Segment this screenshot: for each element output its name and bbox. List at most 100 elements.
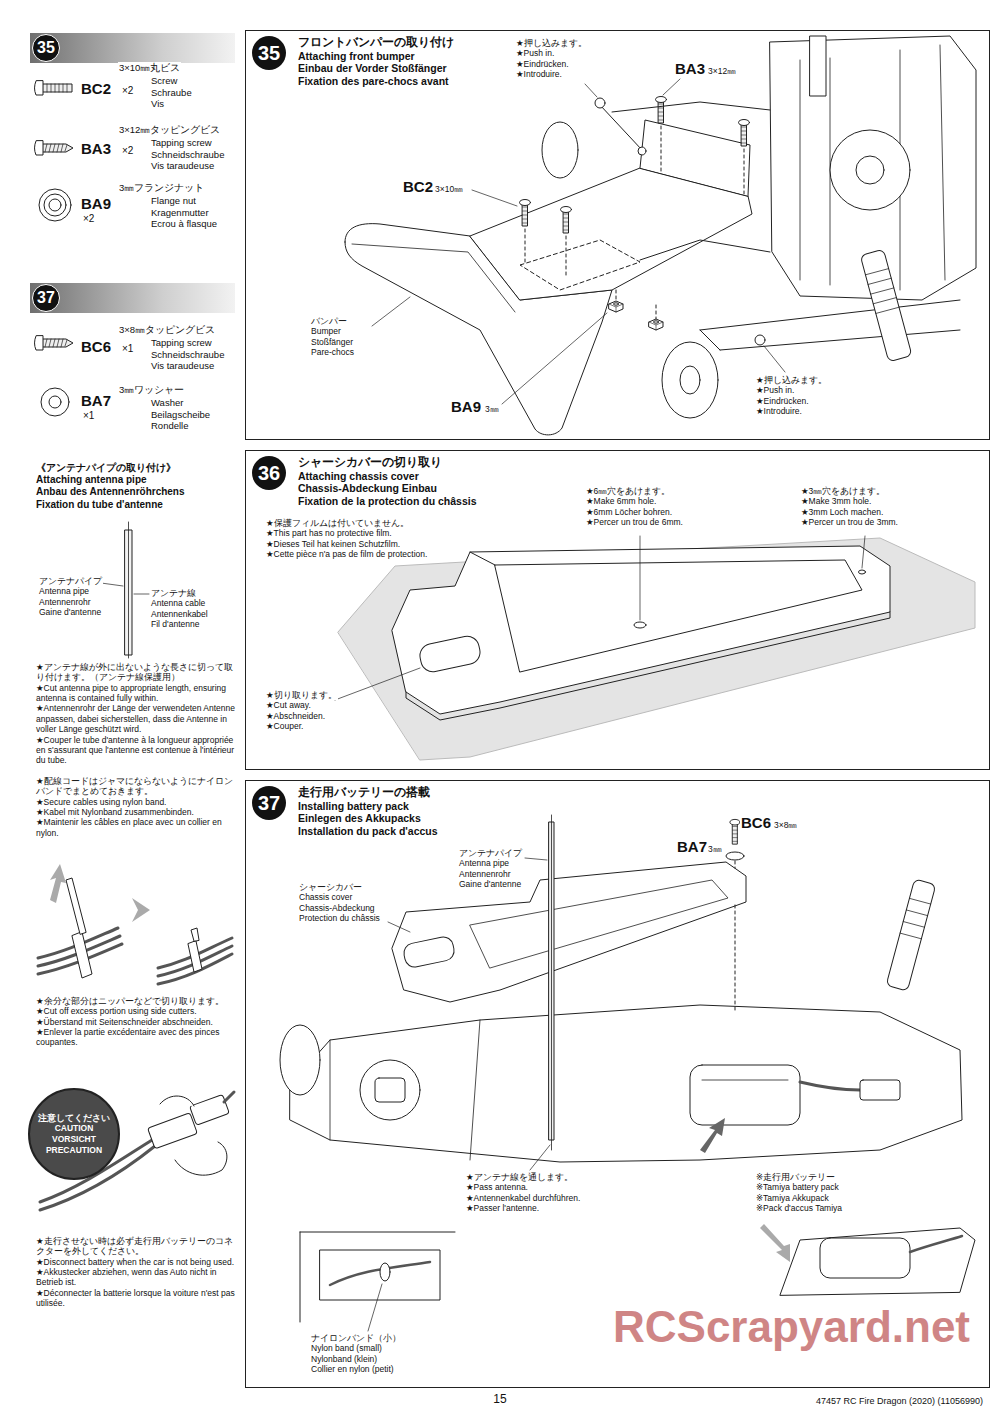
callout-text: Tapping screw [150,337,213,349]
battery-install-drawing-part [360,1060,420,1120]
battery-install-drawing-part [735,861,736,1010]
connector-drawing-part [160,1096,194,1106]
connector-drawing-part [224,1092,234,1102]
callout-text: ★Couper. [265,721,304,731]
chassis-drawing-front [542,36,976,418]
antenna-pipe-drawing-part [128,522,129,658]
callout-text: ★Make 6mm hole. [585,496,657,506]
callout-text: ★Pass antenna. [465,1182,529,1192]
callout-text: Nylon band (small) [310,1343,383,1353]
step-title: Fixation de la protection du châssis [296,495,479,508]
callout-text: Vis [150,98,165,110]
chassis-drawing-front-part [542,122,578,178]
parts-step-number: 37 [32,284,60,312]
chassis-drawing-front-part [810,36,826,96]
caution-text: CAUTION [55,1123,94,1134]
bumper-drawing-part [372,79,680,404]
step-title: Attaching front bumper [296,50,417,63]
chassis-cover-drawing-part [859,570,866,574]
instruction-note: ★Cut off excess portion using side cutte… [35,1006,242,1016]
battery-install-drawing-part [726,852,744,860]
callout-text: Beilagscheibe [150,409,211,421]
callout-text: ナイロンバンド（小） [310,1333,402,1343]
callout-text: ※Pack d'accus Tamiya [755,1203,843,1213]
instruction-note: ★走行させない時は必ず走行用バッテリーのコネクターを外してください。 [35,1236,242,1257]
instruction-note: ★配線コードはジャマにならないようにナイロンバンドでまとめておきます。 [35,776,242,797]
callout-text: 3㎜ワッシャー [118,384,185,396]
callout-text: Antenna cable [150,598,206,608]
nylon-band-detail-part [330,1262,430,1285]
nylon-band-detail [300,1232,455,1331]
callout-text: Fil d'antenne [150,619,200,629]
chassis-cover-drawing-part [338,538,975,760]
callout-text: ★押し込みます。 [515,38,588,48]
bumper-drawing-part [649,319,663,330]
chassis-cover-drawing-part [406,612,890,720]
callout-text: 3㎜フランジナット [118,182,205,194]
callout-text: Protection du châssis [298,913,381,923]
battery-install-drawing-part [800,1082,860,1090]
callout-text: Vis taraudeuse [150,160,215,172]
callout-text: バンパー [310,316,348,326]
nylon-band-detail-part [380,1263,390,1281]
chassis-drawing-front-part-part [865,269,899,314]
battery-install-drawing-part [886,879,936,991]
bumper-drawing-part [470,168,752,300]
callout-text: ★アンテナ線を通します。 [465,1172,574,1182]
instruction-note: ★Akkustecker abziehen, wenn das Auto nic… [35,1267,242,1288]
step-panel: 37走行用バッテリーの搭載Installing battery packEinl… [245,780,990,1388]
chassis-drawing-front-part-part [860,249,912,361]
callout-text: ★Eindrücken. [755,396,810,406]
callout-text: ※Tamiya Akkupack [755,1193,830,1203]
chassis-cover-drawing-part [418,634,483,674]
callout-text: Gaine d'antenne [458,879,522,889]
nylon-band-drawing-part [158,938,232,984]
chassis-drawing-front-part [638,147,646,155]
callout-text: 3×10㎜丸ビス [118,62,181,74]
battery-install-drawing-part [388,858,550,1170]
nylon-band-drawing-part [132,898,150,922]
callout-text: ※走行用バッテリー [755,1172,836,1182]
callout-text: 3×8㎜タッピングビス [118,324,216,336]
battery-install-drawing-part [690,1065,800,1125]
battery-install-drawing-part [860,1080,900,1100]
part-icons [35,81,74,416]
callout-text: ★切り取ります。 [265,690,338,700]
callout-text: ★3mm Loch machen. [800,507,884,517]
bumper-drawing-part [520,200,531,227]
instruction-note: ★Déconnecter la batterie lorsque la voit… [35,1288,242,1309]
step-number: 37 [252,786,286,820]
bumper-drawing-part [561,207,572,234]
instruction-note: ★Enlever la partie excédentaire avec des… [35,1027,242,1048]
step-number: 35 [252,36,286,70]
callout-text: ★Percer un trou de 6mm. [585,517,684,527]
callout-text: ★保護フィルムは付いていません。 [265,518,410,528]
battery-install-drawing [280,815,962,1170]
nylon-band-drawing-part [66,878,86,934]
battery-install-drawing-part [330,1020,480,1160]
callout-text: 3×10㎜ [434,184,464,194]
callout-text: Antenna pipe [458,858,510,868]
nylon-band-drawing-part [72,932,92,978]
battery-install-drawing-part [375,1078,405,1102]
callout-text: ★6㎜穴をあけます。 [585,486,671,496]
instruction-note: ★Maintenir les câbles en place avec un c… [35,817,242,838]
part-icons-part [49,396,61,408]
step-title: Installation du pack d'accus [296,825,440,838]
callout-text: ★Introduire. [515,69,563,79]
chassis-drawing-front-part [856,156,884,184]
part-icons-part [49,199,61,211]
callout-text: Stoßfänger [310,337,354,347]
watermark: RCScrapyard.net [612,1300,971,1354]
chassis-drawing-front-part [595,98,605,108]
nylon-band-detail-part [300,1232,455,1322]
nylon-band-drawing-part [191,928,199,941]
callout-text: Gaine d'antenne [38,607,102,617]
instruction-note: ★Cut antenna pipe to appropriate length,… [35,683,242,704]
bumper-drawing-part [609,301,623,312]
battery-install-drawing-part [402,935,456,969]
callout-text: Washer [150,397,184,409]
callout-text: ★Cut away. [265,700,312,710]
step-title: Installing battery pack [296,800,411,813]
